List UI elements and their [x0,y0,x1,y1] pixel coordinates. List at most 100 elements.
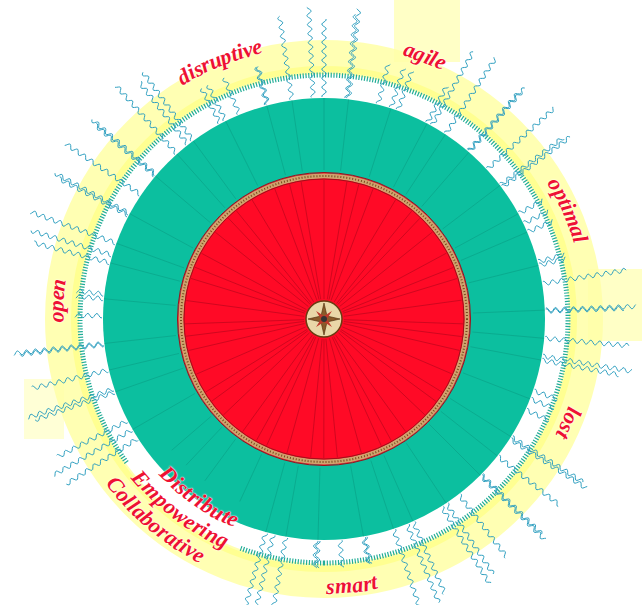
wavy-ray [307,7,315,97]
ring-letter: s [326,575,335,599]
wavy-ray [32,369,109,389]
wavy-ray [376,64,390,103]
wavy-ray [539,257,565,266]
teal-spoke [177,154,225,208]
wavy-ray [546,306,624,313]
disk-spoke [329,184,359,299]
disk-spoke [287,338,319,453]
wavy-ray [362,537,370,564]
disk-spoke [206,330,307,392]
wavy-ray [545,336,629,347]
teal-spoke [240,454,262,501]
wavy-ray [448,503,494,574]
wavy-ray [347,9,361,98]
teal-spoke [193,141,236,199]
teal-spoke [109,353,179,370]
disk-spoke [223,333,309,415]
wavy-ray [60,177,127,217]
teal-spoke [473,310,545,313]
wavy-ray [141,81,186,145]
wavy-ray [535,389,558,400]
disk-spoke [191,278,305,313]
teal-spoke [341,99,349,171]
teal-spoke [172,416,211,450]
teal-spoke [461,232,527,260]
wavy-ray [543,354,632,373]
wavy-ray [396,72,414,109]
disk-spoke [212,331,308,401]
wavy-ray [322,19,326,97]
wavy-ray [243,534,267,605]
ring-letter: n [46,277,71,292]
teal-spoke [116,243,184,268]
teal-spoke [384,455,413,521]
wavy-ray [527,408,549,421]
teal-spoke [324,98,325,170]
teal-spoke [226,121,258,185]
teal-spoke [318,468,320,540]
disk-spoke [343,279,457,314]
wavy-ray [75,313,102,318]
ring-word: agile [395,34,454,78]
wavy-ray [315,541,320,568]
teal-spoke [369,108,391,177]
disk-spoke [186,321,304,336]
teal-spoke [406,134,446,194]
teal-spoke [469,265,539,282]
ring-word: disruptive [170,31,271,92]
disk-border [178,173,471,466]
wavy-ray [278,16,293,99]
wavy-ray [14,342,103,355]
disk-spoke [332,337,381,445]
red-disk [178,173,470,465]
teal-spoke [115,368,183,392]
disk-spoke [344,300,462,316]
teal-spoke [371,460,394,528]
disk-spoke [343,268,454,312]
wavy-ray [96,124,153,177]
teal-spoke [205,439,236,481]
dotted-ring [80,75,568,563]
disk-spoke [202,253,307,309]
teal-spoke [455,214,518,248]
wavy-ray [512,438,588,488]
disk-spoke [267,337,316,445]
disk-spoke [338,218,420,304]
disk-spoke [275,189,317,300]
disk-spoke [196,327,305,374]
disk-spoke [334,337,392,441]
disk-border [184,179,464,459]
wavy-ray [444,57,495,132]
disk-spoke [329,338,361,453]
teal-spoke [470,347,541,360]
teal-spoke [443,185,500,229]
ring-letter: o [44,311,68,322]
wavy-ray [34,241,108,264]
disk-spoke [323,339,324,458]
ring-word: optimal [542,168,594,255]
teal-spoke [286,466,298,537]
ring-word: smart [317,566,389,603]
wavy-ray [201,88,220,123]
wavy-ray [223,78,239,115]
wavy-ray [35,392,115,421]
disk-spoke [301,182,321,299]
wavy-ray [76,294,103,300]
disk-spoke [340,331,436,401]
wavy-ray [256,66,268,104]
teal-spoke [266,463,285,532]
disk-spoke [342,253,447,309]
teal-disk [103,98,545,540]
disk-spoke [338,333,424,415]
wavy-ray [389,69,405,107]
teal-spoke [441,411,497,456]
disk-spoke [326,339,337,457]
disk-spoke [324,180,325,299]
wavy-ray [532,397,554,409]
teal-spoke [393,123,427,187]
disk-spoke [195,267,305,311]
wavy-ray [57,421,128,456]
wavy-ray [483,474,542,534]
wavy-ray [55,173,128,215]
